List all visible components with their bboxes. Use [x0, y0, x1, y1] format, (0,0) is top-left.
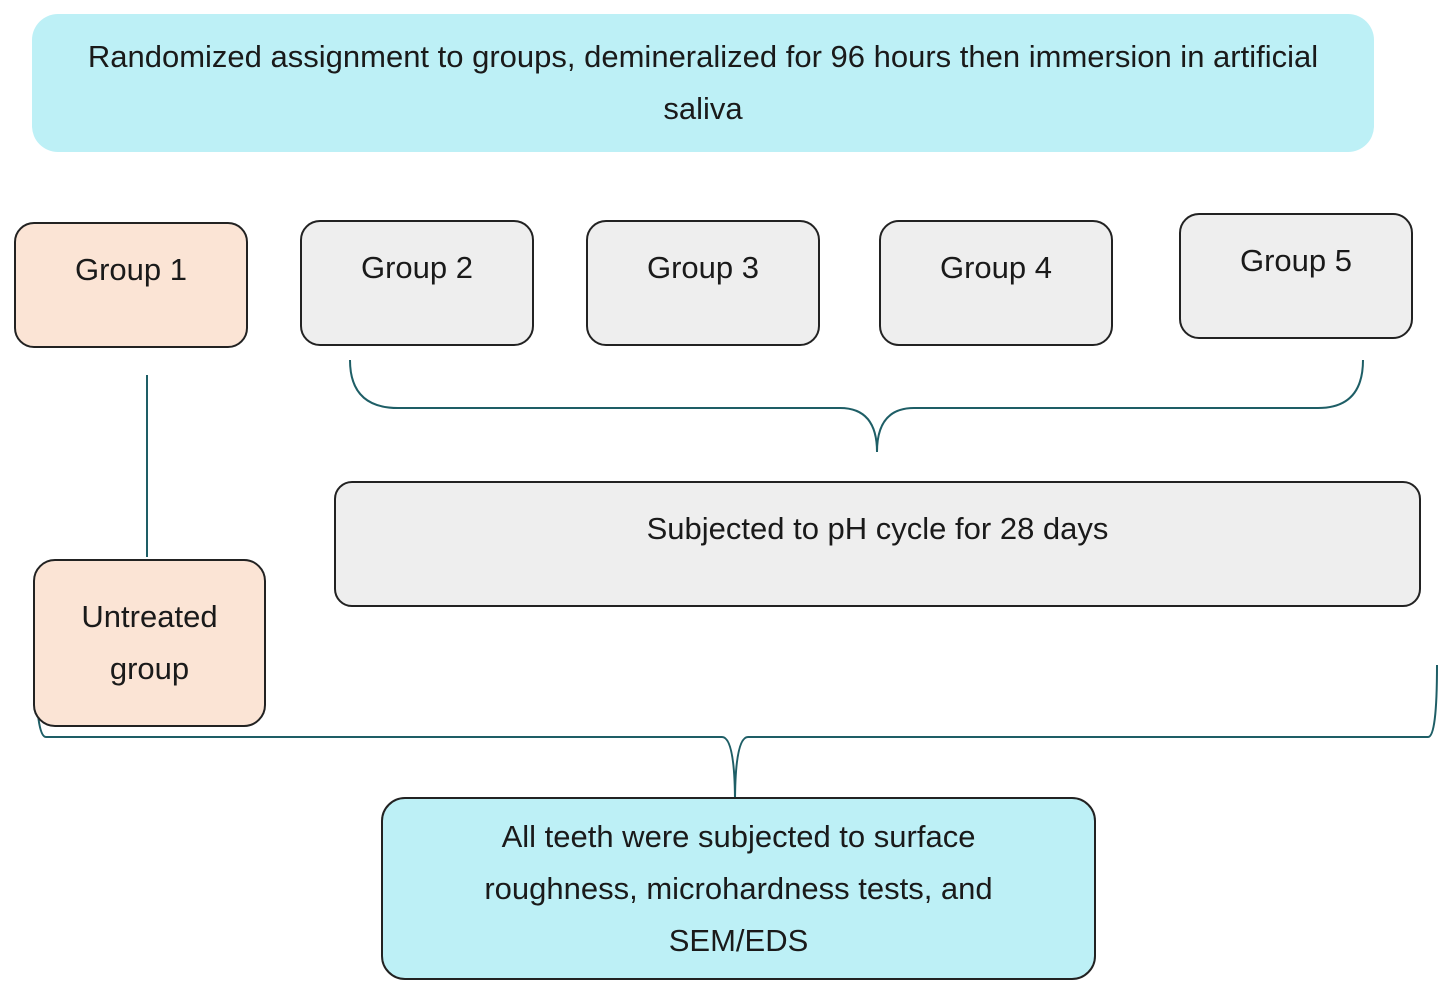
group-3-box: Group 3 [586, 220, 820, 346]
final-tests-box: All teeth were subjected to surface roug… [381, 797, 1096, 980]
group-2-label: Group 2 [360, 250, 473, 285]
group-2-box: Group 2 [300, 220, 534, 346]
group-4-box: Group 4 [879, 220, 1113, 346]
final-tests-text: All teeth were subjected to surface roug… [484, 818, 993, 958]
groups-2-5-brace [349, 359, 1364, 453]
group-1-box: Group 1 [14, 222, 248, 348]
group-3-label: Group 3 [646, 250, 759, 285]
randomized-assignment-box: Randomized assignment to groups, deminer… [32, 14, 1374, 152]
untreated-group-box: Untreated group [33, 559, 266, 727]
ph-cycle-box: Subjected to pH cycle for 28 days [334, 481, 1421, 607]
group-5-box: Group 5 [1179, 213, 1413, 339]
group-4-label: Group 4 [939, 250, 1052, 285]
randomized-assignment-text: Randomized assignment to groups, deminer… [87, 39, 1319, 126]
untreated-group-text: Untreated group [81, 599, 218, 686]
ph-cycle-text: Subjected to pH cycle for 28 days [646, 511, 1109, 546]
group-5-label: Group 5 [1239, 243, 1352, 278]
group-1-label: Group 1 [74, 252, 187, 287]
